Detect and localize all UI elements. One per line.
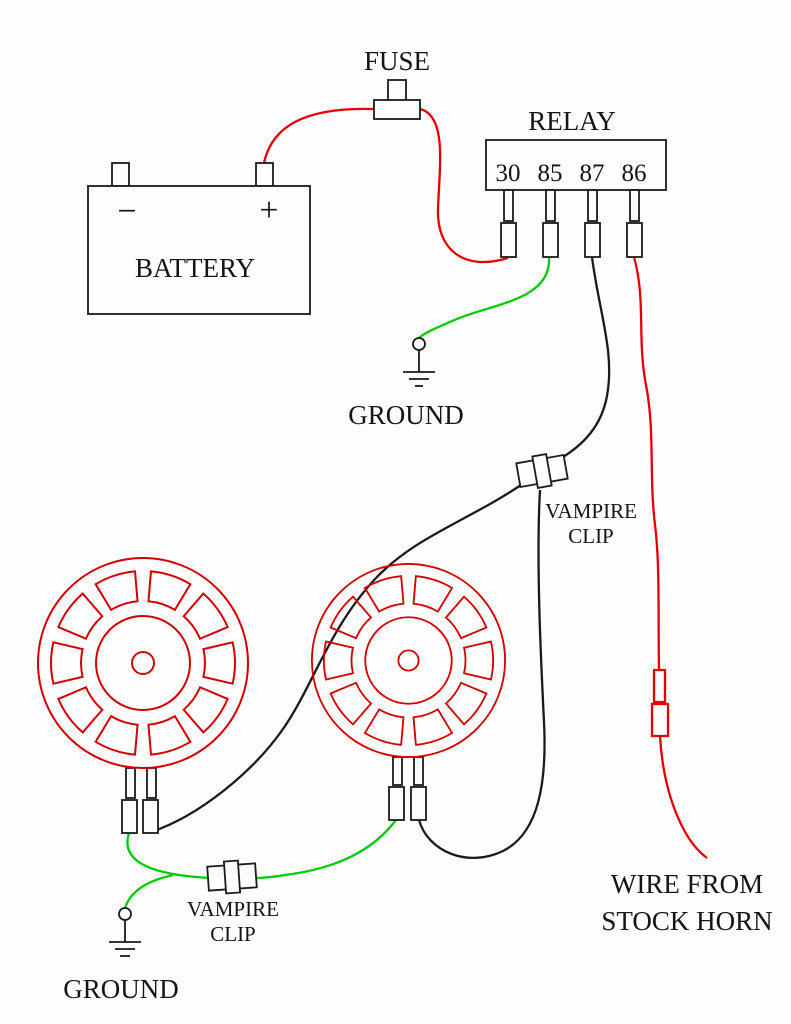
wire-relay-87-to-clip xyxy=(556,256,611,462)
battery-terminal-negative xyxy=(111,162,130,187)
wire-fuse-to-relay-30 xyxy=(419,107,509,264)
relay-body xyxy=(485,139,667,191)
ground-ring-icon xyxy=(118,907,132,921)
ground-bottom-label: GROUND xyxy=(63,974,179,1004)
vampire-clip-top-label-2: CLIP xyxy=(568,524,614,548)
relay-terminal-85: 85 xyxy=(538,160,563,187)
fuse-label: FUSE xyxy=(364,46,430,76)
stock-horn-label-1: WIRE FROM xyxy=(611,869,763,899)
wire-ground-branch xyxy=(123,873,174,909)
vampire-clip-bottom-label-1: VAMPIRE xyxy=(187,897,279,921)
relay-pin-85 xyxy=(545,189,556,222)
components-layer xyxy=(87,79,667,957)
battery-minus-sign: − xyxy=(117,193,136,230)
ground-top-label: GROUND xyxy=(348,400,464,430)
relay-terminal-86: 86 xyxy=(622,160,647,187)
vampire-clip-bottom-label-2: CLIP xyxy=(210,922,256,946)
ground-symbol-bottom xyxy=(109,907,141,957)
wire-horn2-to-clip xyxy=(417,489,546,860)
relay-connector-85 xyxy=(542,222,559,258)
wire-relay-85-to-ground xyxy=(418,256,551,339)
wire-battery-to-fuse xyxy=(262,107,375,164)
horn-right xyxy=(312,564,505,757)
fuse-body xyxy=(373,99,421,120)
labels-layer: FUSE RELAY 30 85 87 86 − + BATTERY GROUN… xyxy=(63,46,772,1004)
vampire-clip-bottom xyxy=(206,859,258,895)
relay-terminal-87: 87 xyxy=(580,160,605,187)
vampire-clip-center xyxy=(531,452,553,490)
vampire-clip-center xyxy=(222,859,242,895)
battery xyxy=(87,162,311,315)
power-wire-group xyxy=(262,107,708,859)
wire-horn1-to-horn2-ground xyxy=(126,819,397,880)
relay-connector-86 xyxy=(626,222,643,258)
wire-connector-to-stock-horn xyxy=(658,735,708,859)
stock-horn-connector-body xyxy=(650,702,670,738)
signal-wire-group xyxy=(150,256,611,860)
ground-symbol-top xyxy=(403,337,435,387)
relay-pin-86 xyxy=(629,189,640,222)
ground-ring-icon xyxy=(412,337,426,351)
relay-terminal-30: 30 xyxy=(496,160,521,187)
vampire-clip-top xyxy=(515,452,569,490)
relay-pin-87 xyxy=(587,189,598,222)
relay-connector-87 xyxy=(584,222,601,258)
relay xyxy=(485,139,667,258)
battery-terminal-positive xyxy=(255,162,274,187)
relay-pin-30 xyxy=(503,189,514,222)
battery-body xyxy=(87,185,311,315)
battery-plus-sign: + xyxy=(259,192,278,229)
horn-left xyxy=(38,558,248,768)
relay-connector-30 xyxy=(500,222,517,258)
stock-horn-connector-pin xyxy=(652,668,667,704)
wire-clip-to-horn1 xyxy=(150,482,525,834)
vampire-clip-top-label-1: VAMPIRE xyxy=(545,499,637,523)
battery-label: BATTERY xyxy=(135,253,255,283)
stock-horn-label-2: STOCK HORN xyxy=(601,906,772,936)
relay-label: RELAY xyxy=(528,106,616,136)
fuse-top xyxy=(387,79,407,102)
wire-relay-86-to-connector xyxy=(632,256,661,671)
horn-left-terminals xyxy=(121,767,159,834)
fuse xyxy=(373,79,421,120)
horn-right-terminals xyxy=(388,756,427,821)
